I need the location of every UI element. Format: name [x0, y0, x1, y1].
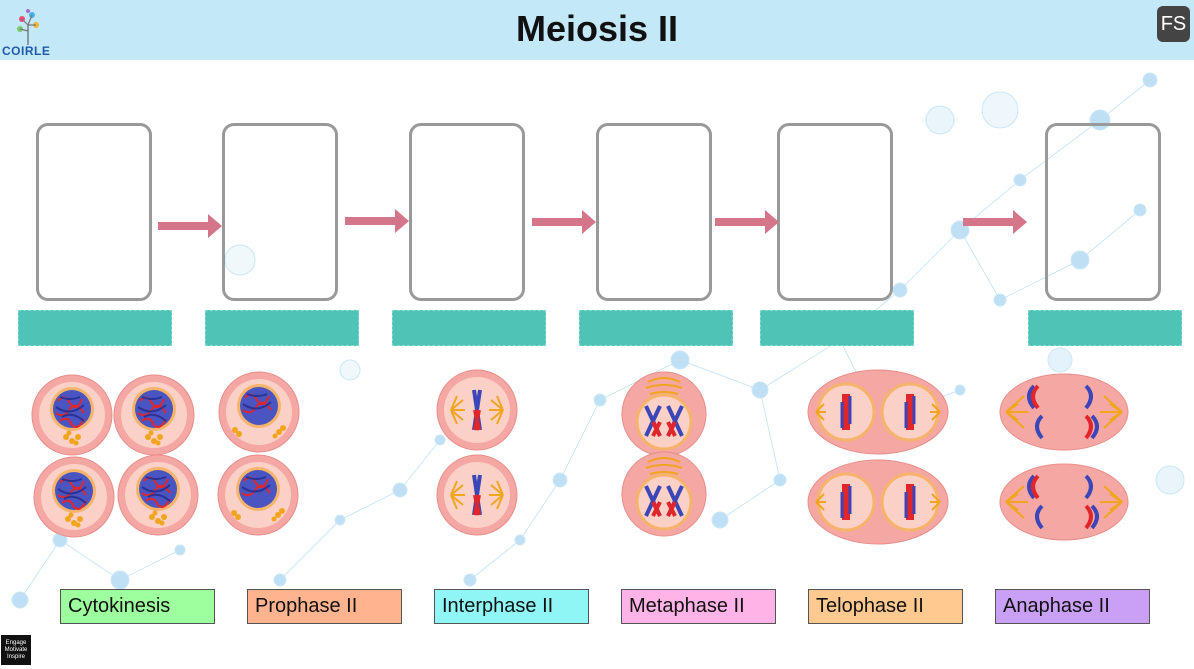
- drop-card-1[interactable]: [36, 123, 152, 301]
- answer-slot-3[interactable]: [392, 310, 546, 346]
- fullscreen-button[interactable]: FS: [1157, 6, 1190, 42]
- arrow-right-icon: [532, 210, 596, 234]
- arrow-right-icon: [963, 210, 1027, 234]
- answer-slot-6[interactable]: [1028, 310, 1182, 346]
- label-telophase-ii[interactable]: Telophase II: [808, 589, 963, 624]
- label-cytokinesis[interactable]: Cytokinesis: [60, 589, 215, 624]
- badge-line-1: Engage: [5, 640, 27, 646]
- drop-card-2[interactable]: [222, 123, 338, 301]
- label-prophase-ii[interactable]: Prophase II: [247, 589, 402, 624]
- drop-card-4[interactable]: [596, 123, 712, 301]
- page-title: Meiosis II: [515, 8, 679, 49]
- arrow-right-icon: [158, 214, 222, 238]
- network-background: [11, 72, 1185, 609]
- answer-slot-5[interactable]: [760, 310, 914, 346]
- engage-badge: Engage Motivate Inspire: [1, 635, 31, 665]
- drop-card-3[interactable]: [409, 123, 525, 301]
- logo-text: COIRLE: [2, 44, 51, 58]
- arrow-right-icon: [715, 210, 779, 234]
- badge-line-3: Inspire: [6, 654, 25, 660]
- arrow-right-icon: [345, 209, 409, 233]
- label-interphase-ii[interactable]: Interphase II: [434, 589, 589, 624]
- drop-card-5[interactable]: [777, 123, 893, 301]
- answer-slot-4[interactable]: [579, 310, 733, 346]
- coirle-logo-icon: [17, 9, 39, 45]
- label-anaphase-ii[interactable]: Anaphase II: [995, 589, 1150, 624]
- label-metaphase-ii[interactable]: Metaphase II: [621, 589, 776, 624]
- answer-slot-2[interactable]: [205, 310, 359, 346]
- drop-card-6[interactable]: [1045, 123, 1161, 301]
- badge-line-2: Motivate: [4, 647, 28, 653]
- answer-slot-1[interactable]: [18, 310, 172, 346]
- header-bar: [0, 0, 1194, 60]
